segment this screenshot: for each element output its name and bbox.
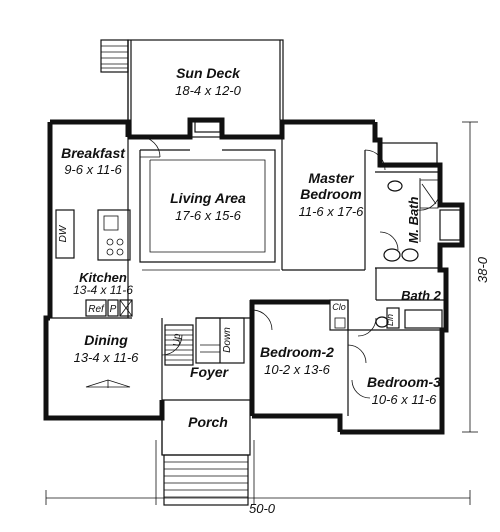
master-bedroom-label-1: Master [308,170,355,186]
bedroom3-label: Bedroom-3 [367,374,441,390]
sun-deck-label: Sun Deck [176,65,241,81]
foyer-label: Foyer [190,364,230,380]
bath2-fixtures [375,307,443,329]
closet-label: Clo [332,302,346,312]
living-area-framing [139,121,276,263]
kitchen-label: Kitchen [79,270,127,285]
living-area-size: 17-6 x 15-6 [175,208,242,223]
refrigerator-label: Ref [88,304,105,315]
dining-light-icon [85,379,131,388]
pantry-label: P [110,304,117,315]
stairs-up-label: Up [172,333,183,346]
width-dimension-line [45,490,471,505]
stairs [164,317,245,366]
width-dimension: 50-0 [249,501,276,516]
master-bath-fixtures [379,142,461,262]
dishwasher-label: DW [58,224,69,242]
porch-label: Porch [188,414,228,430]
interior-walls [50,137,446,416]
bedroom2-label: Bedroom-2 [260,344,334,360]
living-area-label: Living Area [170,190,246,206]
bedroom2-size: 10-2 x 13-6 [264,362,331,377]
depth-dimension-line [462,121,478,433]
master-bedroom-size: 11-6 x 17-6 [299,204,365,219]
dining-size: 13-4 x 11-6 [74,350,140,365]
m-bath-label: M. Bath [406,196,421,243]
linen-label: Lin [385,314,395,326]
bedroom3-size: 10-6 x 11-6 [372,392,438,407]
kitchen-fixtures [55,209,133,317]
front-steps [155,440,255,506]
sun-deck-size: 18-4 x 12-0 [175,83,242,98]
bath2-label: Bath 2 [401,288,442,303]
master-bedroom-label-2: Bedroom [300,186,361,202]
sun-deck-stairs [100,39,129,73]
stairs-down-label: Down [222,327,233,353]
kitchen-size: 13-4 x 11-6 [73,283,133,297]
dining-label: Dining [84,332,128,348]
breakfast-size: 9-6 x 11-6 [64,162,122,177]
closets [329,299,349,331]
breakfast-label: Breakfast [61,145,126,161]
depth-dimension: 38-0 [475,256,490,283]
